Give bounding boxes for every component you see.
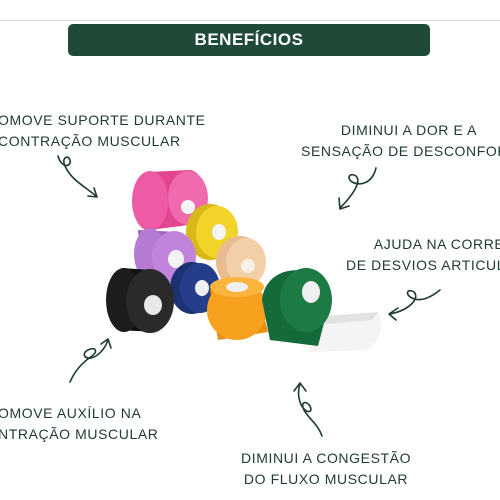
benefit-bottom-left-line2: NTRAÇÃO MUSCULAR (0, 426, 159, 442)
banner-title: BENEFÍCIOS (194, 30, 304, 49)
beige-tape-roll (216, 236, 266, 288)
orange-tape-roll (207, 277, 268, 340)
benefit-bottom-center: DIMINUI A CONGESTÃO DO FLUXO MUSCULAR (241, 448, 411, 490)
benefit-top-left-line2: CONTRAÇÃO MUSCULAR (0, 133, 181, 149)
benefit-bottom-left-line1: OMOVE AUXÍLIO NA (0, 405, 142, 421)
black-tape-roll (106, 268, 174, 333)
pink-tape-roll (132, 170, 208, 231)
benefit-top-right-line2: SENSAÇÃO DE DESCONFORT (301, 143, 500, 159)
benefit-mid-right-line2: DE DESVIOS ARTICULA (346, 257, 500, 273)
benefit-mid-right-line1: AJUDA NA CORREÇ (373, 236, 500, 252)
benefit-bottom-left: OMOVE AUXÍLIO NA NTRAÇÃO MUSCULAR (0, 403, 159, 445)
benefit-top-left-line1: OMOVE SUPORTE DURANTE (0, 112, 206, 128)
benefit-top-left: OMOVE SUPORTE DURANTE CONTRAÇÃO MUSCULAR (0, 110, 206, 152)
benefit-bottom-center-line1: DIMINUI A CONGESTÃO (241, 450, 412, 466)
benefit-top-right: DIMINUI A DOR E A SENSAÇÃO DE DESCONFORT (301, 120, 500, 162)
benefit-bottom-center-line2: DO FLUXO MUSCULAR (243, 471, 409, 487)
green-tape-roll (262, 268, 382, 352)
benefit-top-right-line1: DIMINUI A DOR E A (340, 122, 478, 138)
benefits-banner: BENEFÍCIOS (68, 24, 430, 56)
benefit-mid-right: AJUDA NA CORREÇ DE DESVIOS ARTICULA (346, 234, 500, 276)
top-divider (0, 0, 500, 21)
